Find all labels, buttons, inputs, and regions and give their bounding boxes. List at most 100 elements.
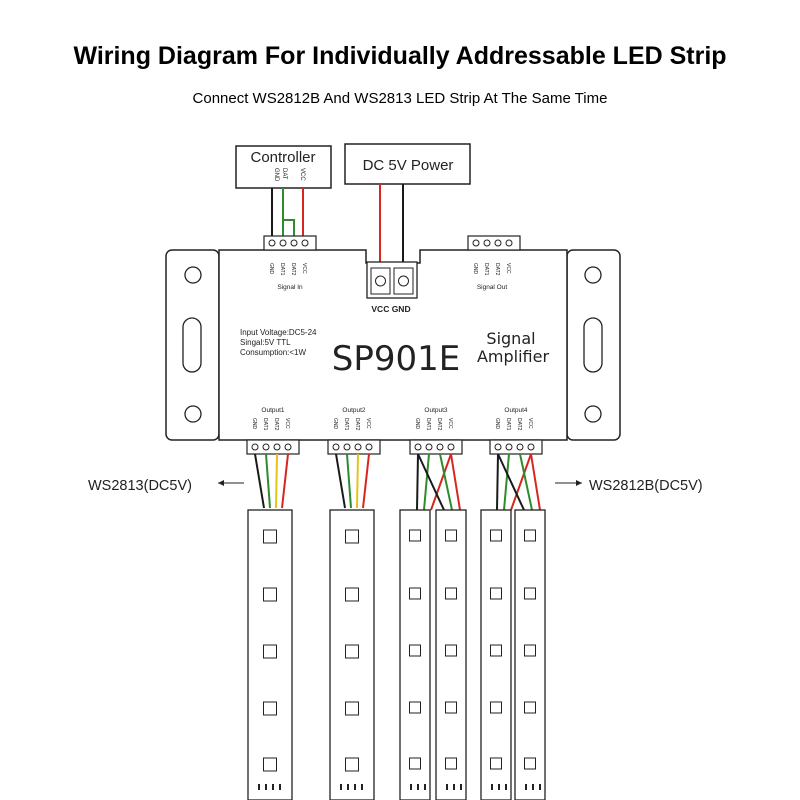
solder-pad-icon (532, 784, 534, 790)
signal-out-connector: GND DAT1 DAT2 VCC Signal Out (467, 235, 521, 291)
pin-icon (505, 443, 513, 451)
pin-label-gnd: GND (472, 263, 478, 275)
output-wires (254, 453, 541, 511)
pin-icon (354, 443, 362, 451)
led-chip-icon (445, 587, 457, 600)
led-chip-icon (524, 757, 536, 770)
solder-pad-icon (410, 784, 412, 790)
pin-icon (425, 443, 433, 451)
mount-slot-icon (583, 317, 603, 373)
signal-in-label: Signal In (277, 284, 303, 291)
pin-icon (365, 443, 373, 451)
pin-label: DAT2 (516, 418, 522, 431)
output-wire (503, 453, 510, 511)
pin-label: GND (251, 418, 257, 430)
led-chip-icon (345, 587, 359, 602)
output-wire (530, 453, 541, 511)
output-wire (430, 453, 452, 511)
led-chip-icon (345, 529, 359, 544)
solder-pad-icon (361, 784, 363, 790)
pin-icon (262, 443, 270, 451)
ws2813-label: WS2813(DC5V) (88, 478, 192, 494)
output-label: Output2 (342, 407, 366, 414)
solder-pad-icon (347, 784, 349, 790)
pin-icon (284, 443, 292, 451)
pin-icon (273, 443, 281, 451)
output-wire (346, 453, 352, 509)
output-wire (335, 453, 346, 509)
solder-pad-icon (354, 784, 356, 790)
pin-icon (290, 239, 298, 247)
diagram-subtitle: Connect WS2812B And WS2813 LED Strip At … (192, 90, 608, 107)
led-strip-4 (435, 509, 467, 800)
spec-consumption: Consumption:<1W (240, 348, 306, 357)
led-chip-icon (345, 757, 359, 772)
pin-label: VCC (365, 418, 371, 429)
led-chip-icon (445, 701, 457, 714)
pin-label: DAT1 (425, 418, 431, 431)
solder-pad-icon (279, 784, 281, 790)
output-wire (519, 453, 533, 511)
pin-label: DAT1 (262, 418, 268, 431)
sp901e-device: VCC GND GND DAT1 DAT2 VCC Signal In GND … (165, 235, 621, 441)
connector-housing (246, 439, 300, 455)
output-wire (496, 453, 499, 511)
wire-data (282, 188, 295, 236)
connector-housing (467, 235, 521, 251)
led-chip-icon (524, 644, 536, 657)
solder-pad-icon (453, 784, 455, 790)
led-chip-icon (490, 701, 502, 714)
pin-icon (516, 443, 524, 451)
pin-icon (527, 443, 535, 451)
solder-pad-icon (498, 784, 500, 790)
pin-label-gnd: GND (268, 263, 274, 275)
solder-pad-icon (491, 784, 493, 790)
pin-icon (436, 443, 444, 451)
led-chip-icon (490, 644, 502, 657)
solder-pad-icon (258, 784, 260, 790)
solder-pad-icon (525, 784, 527, 790)
led-chip-icon (490, 587, 502, 600)
pin-icon (483, 239, 491, 247)
pin-label: DAT1 (505, 418, 511, 431)
led-chip-icon (409, 587, 421, 600)
pin-icon (505, 239, 513, 247)
pin-icon (343, 443, 351, 451)
output-wire (417, 453, 445, 511)
led-chip-icon (345, 644, 359, 659)
output-wire (416, 453, 419, 511)
output-wire (423, 453, 430, 511)
pin-icon (301, 239, 309, 247)
pin-icon (251, 443, 259, 451)
strip-labels: WS2813(DC5V) WS2812B(DC5V) (88, 478, 703, 494)
led-chip-icon (345, 701, 359, 716)
arrow-left-icon (218, 480, 224, 486)
controller-pin-vcc: VCC (299, 168, 305, 181)
power-supply: DC 5V Power (344, 143, 471, 185)
led-chip-icon (490, 529, 502, 542)
mount-hole-icon (584, 405, 602, 423)
pin-label: DAT2 (273, 418, 279, 431)
controller-label: Controller (250, 149, 315, 166)
output-label: Output1 (261, 407, 285, 414)
led-chip-icon (263, 757, 277, 772)
pin-label-dat2: DAT2 (494, 263, 500, 276)
signal-in-connector: GND DAT1 DAT2 VCC Signal In (263, 235, 317, 291)
pin-label-vcc: VCC (505, 263, 511, 274)
output-wire (275, 453, 278, 509)
device-name-line2: Amplifier (477, 347, 550, 366)
solder-pad-icon (460, 784, 462, 790)
pin-label-dat1: DAT1 (279, 263, 285, 276)
device-model: SP901E (332, 339, 460, 379)
output-wire (439, 453, 453, 511)
led-chip-icon (409, 757, 421, 770)
led-chip-icon (524, 529, 536, 542)
controller-pin-dat: DAT (281, 168, 287, 180)
pin-label: GND (494, 418, 500, 430)
device-name-line1: Signal (486, 329, 535, 348)
pin-label: DAT2 (354, 418, 360, 431)
pin-icon (494, 443, 502, 451)
led-chip-icon (263, 701, 277, 716)
